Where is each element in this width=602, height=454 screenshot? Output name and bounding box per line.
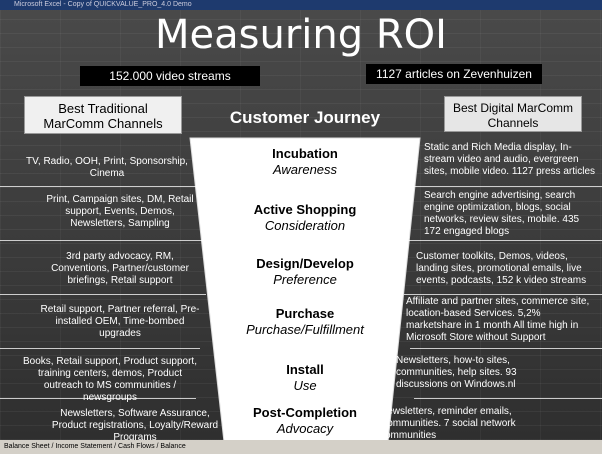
stage-title: Active Shopping <box>253 202 357 217</box>
digital-channels-active-shopping: Search engine advertising, search engine… <box>424 190 580 237</box>
page-title: Measuring ROI <box>155 12 447 58</box>
stage-title: Incubation <box>272 146 338 161</box>
traditional-channels-incubation: TV, Radio, OOH, Print, Sponsorship, Cine… <box>26 156 188 179</box>
video-streams-stat: 152.000 video streams <box>80 66 260 86</box>
stage-title: Purchase <box>275 306 335 321</box>
row-divider <box>398 240 602 241</box>
digital-channels-header: Best Digital MarComm Channels <box>444 96 582 132</box>
stage-active-shopping: Active Shopping Consideration <box>230 202 380 234</box>
stage-subtitle: Preference <box>273 272 337 287</box>
traditional-channels-design-develop: 3rd party advocacy, RM, Conventions, Par… <box>51 251 189 286</box>
traditional-channels-post-completion: Newsletters, Software Assurance, Product… <box>51 408 219 443</box>
row-divider <box>0 240 212 241</box>
articles-stat: 1127 articles on Zevenhuizen <box>366 64 542 84</box>
stage-purchase: Purchase Purchase/Fulfillment <box>230 306 380 338</box>
traditional-channels-header: Best Traditional MarComm Channels <box>24 96 182 134</box>
stage-subtitle: Purchase/Fulfillment <box>246 322 364 337</box>
row-divider <box>392 186 602 187</box>
digital-channels-purchase: Affiliate and partner sites, commerce si… <box>406 296 590 343</box>
row-divider <box>404 294 602 295</box>
traditional-channels-install: Books, Retail support, Product support, … <box>23 356 197 403</box>
stage-design-develop: Design/Develop Preference <box>230 256 380 288</box>
stage-subtitle: Awareness <box>272 162 338 177</box>
funnel-shape <box>189 137 421 443</box>
row-divider <box>0 186 218 187</box>
row-divider <box>0 398 196 399</box>
stage-install: Install Use <box>230 362 380 394</box>
stage-subtitle: Consideration <box>264 218 346 233</box>
stage-post-completion: Post-Completion Advocacy <box>230 405 380 437</box>
stage-title: Post-Completion <box>253 405 357 420</box>
traditional-channels-active-shopping: Print, Campaign sites, DM, Retail suppor… <box>46 194 194 229</box>
traditional-channels-purchase: Retail support, Partner referral, Pre-in… <box>40 304 200 339</box>
digital-channels-post-completion: Newsletters, reminder emails, Communitie… <box>380 406 516 441</box>
stage-title: Install <box>286 362 324 377</box>
customer-journey-title: Customer Journey <box>229 108 381 127</box>
stage-subtitle: Advocacy <box>276 421 334 436</box>
stage-title: Design/Develop <box>256 256 354 271</box>
digital-channels-incubation: Static and Rich Media display, In-stream… <box>424 142 596 177</box>
stage-subtitle: Use <box>293 378 317 393</box>
row-divider <box>410 348 602 349</box>
window-title-bar: Microsoft Excel - Copy of QUICKVALUE_PRO… <box>0 0 602 10</box>
row-divider <box>0 348 200 349</box>
stage-incubation: Incubation Awareness <box>230 146 380 178</box>
digital-channels-install: Newsletters, how-to sites, communities, … <box>396 355 517 390</box>
row-divider <box>414 398 602 399</box>
digital-channels-design-develop: Customer toolkits, Demos, videos, landin… <box>416 251 587 286</box>
sheet-tabs[interactable]: Balance Sheet / Income Statement / Cash … <box>0 440 602 454</box>
row-divider <box>0 294 206 295</box>
